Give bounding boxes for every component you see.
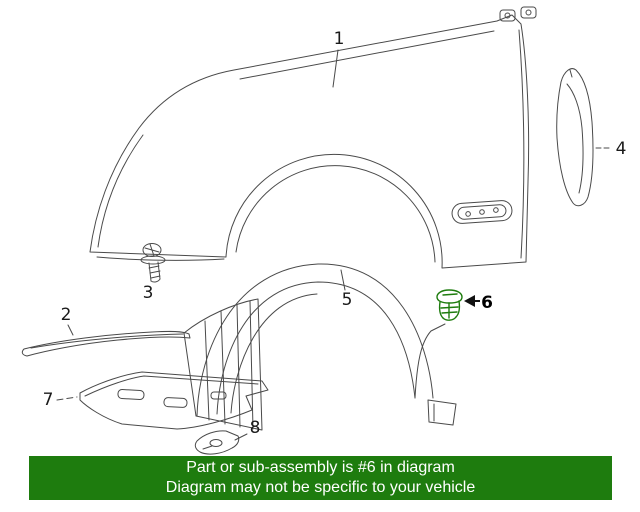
callout-5-leader bbox=[340, 269, 346, 291]
callout-3-label: 3 bbox=[143, 283, 154, 303]
callout-7-leader bbox=[56, 396, 78, 401]
fender-top-tabs bbox=[499, 6, 537, 22]
seal-part: 2 bbox=[21, 305, 191, 357]
molding-part: 4 bbox=[556, 68, 627, 207]
notice-banner-line2: Diagram may not be specific to your vehi… bbox=[165, 479, 476, 496]
callout-6-arrow bbox=[464, 295, 475, 307]
callout-8-leader bbox=[234, 433, 248, 441]
callout-2-leader bbox=[67, 324, 74, 336]
callout-4-label: 4 bbox=[616, 139, 627, 159]
fender-liner-part: 5 bbox=[183, 263, 457, 431]
callout-1-leader bbox=[332, 49, 339, 88]
callout-1-label: 1 bbox=[334, 29, 345, 49]
screw-part: 3 bbox=[140, 243, 166, 303]
notice-banner-line1: Part or sub-assembly is #6 in diagram bbox=[186, 459, 455, 476]
callout-8-label: 8 bbox=[250, 418, 261, 438]
notice-banner: Part or sub-assembly is #6 in diagram Di… bbox=[29, 456, 612, 500]
fender-part: 1 bbox=[89, 6, 537, 269]
side-repeater-detail bbox=[451, 200, 513, 224]
clip-part-highlighted: 6 bbox=[436, 289, 493, 321]
callout-6-label: 6 bbox=[481, 293, 493, 313]
callout-2-label: 2 bbox=[61, 305, 72, 325]
callout-7-label: 7 bbox=[43, 390, 54, 410]
callout-5-label: 5 bbox=[342, 290, 353, 310]
bracket-part: 8 bbox=[194, 418, 261, 455]
parts-diagram: 1 4 3 2 bbox=[21, 6, 627, 455]
under-cover-part: 7 bbox=[43, 371, 269, 430]
